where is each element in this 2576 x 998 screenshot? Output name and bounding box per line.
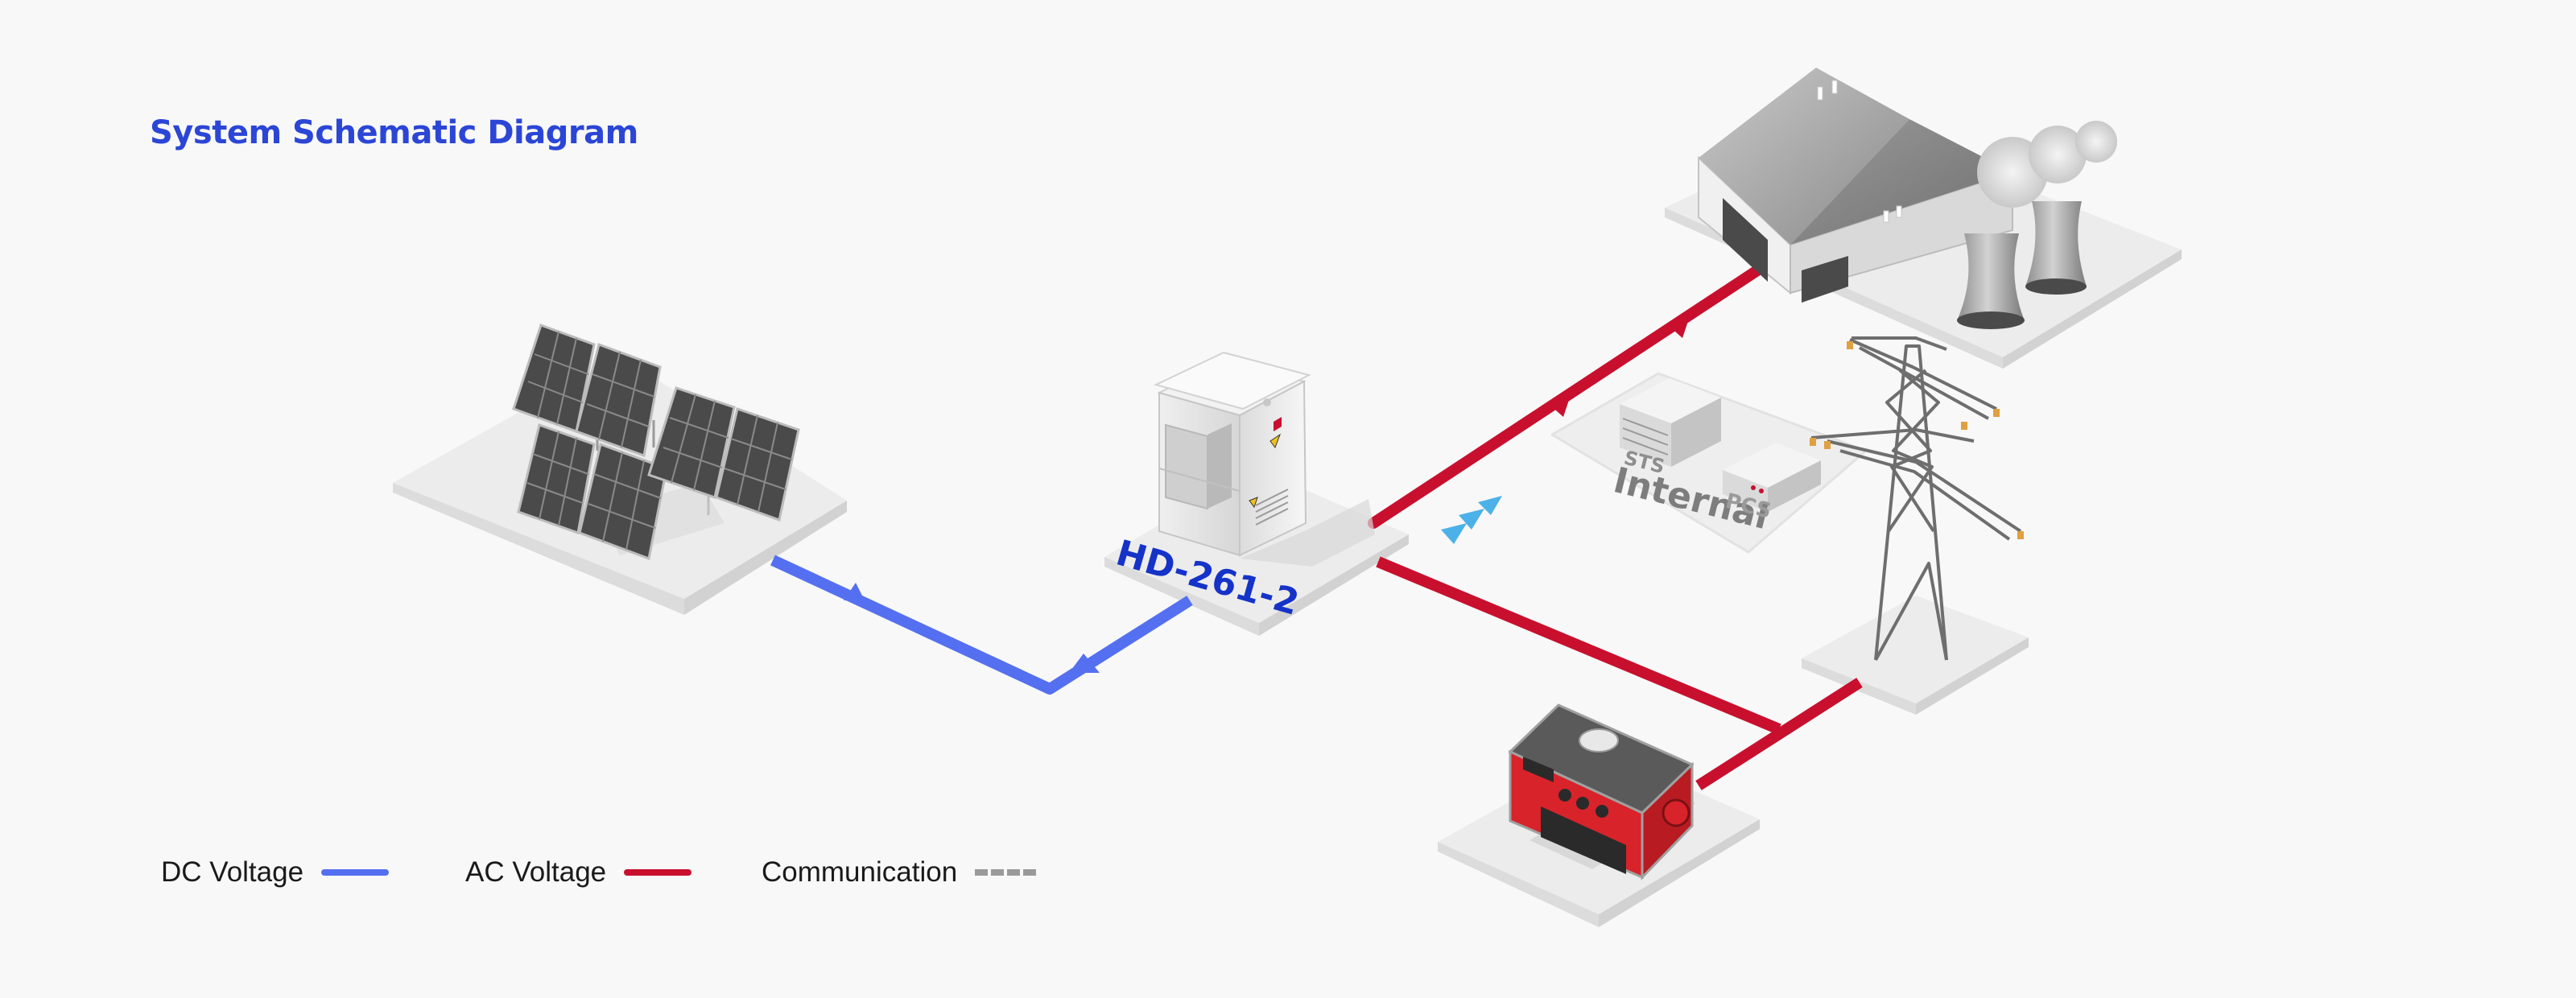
legend-dc-label: DC Voltage [161,856,304,888]
energy-storage-cabinet-icon [1154,351,1375,567]
transmission-tower-icon [1810,336,2022,661]
dc-line [770,555,1193,695]
communication-signal-icon [1441,496,1502,544]
legend-ac-label: AC Voltage [465,856,607,888]
legend-dc: DC Voltage [161,856,390,889]
solar-panel [647,386,736,499]
solar-panel [578,443,668,561]
ac-line-generator [1376,556,1863,790]
solar-panel [715,407,800,522]
solar-panel [517,423,596,534]
legend-dc-swatch [321,869,390,876]
legend-ac-swatch [624,869,692,876]
legend-communication-swatch [975,869,1037,876]
ac-line-grid [1368,260,1770,529]
internal-block: STS Internal PCS [1550,372,1868,554]
generator-icon [1508,703,1695,880]
legend-communication-label: Communication [762,856,958,888]
pcs-unit [1723,443,1821,512]
solar-panel [575,343,662,458]
factory-icon [1698,68,2013,303]
sts-unit [1620,378,1721,467]
cooling-tower-icon [1957,121,2117,329]
diagram-title: System Schematic Diagram [150,114,638,151]
solar-panel-array-icon [512,324,800,561]
insulator-markers [1810,341,2024,539]
legend-ac: AC Voltage [465,856,692,889]
legend-communication: Communication [762,856,1037,889]
